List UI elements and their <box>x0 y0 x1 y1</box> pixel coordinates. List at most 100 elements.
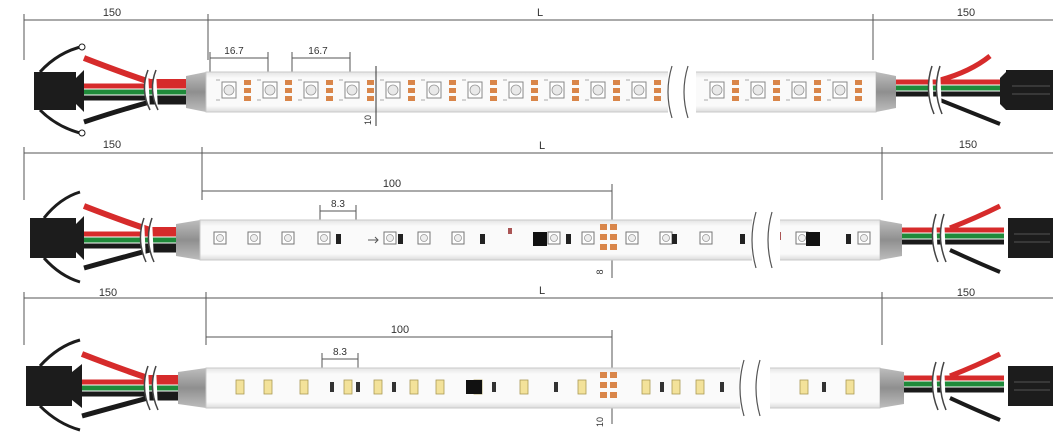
led-lens <box>584 234 592 242</box>
right-sleeve <box>880 368 904 408</box>
solder-pad <box>326 88 333 93</box>
cut-mark-label: 8 <box>595 269 605 274</box>
led-lens <box>550 234 558 242</box>
solder-pad <box>613 96 620 101</box>
solder-pad <box>449 88 456 93</box>
lead-right-label: 150 <box>957 287 975 299</box>
solder-pad <box>244 80 251 85</box>
right-sleeve <box>876 72 896 112</box>
led-row <box>216 79 862 101</box>
resistor <box>720 382 724 392</box>
solder-pad <box>773 80 780 85</box>
led-lens <box>628 234 636 242</box>
led-row <box>235 372 855 398</box>
resistor <box>740 234 745 244</box>
solder-pad <box>326 80 333 85</box>
solder-pad <box>610 372 617 378</box>
led-lens <box>284 234 292 242</box>
driver-ic <box>806 232 820 246</box>
resistor <box>336 234 341 244</box>
right-sleeve <box>880 220 902 260</box>
dimension-bar <box>23 292 1053 345</box>
resistor <box>846 234 851 244</box>
pitch-label-b: 16.7 <box>308 46 328 57</box>
capacitor <box>508 228 512 234</box>
led-chip <box>641 379 651 395</box>
resistor <box>672 234 677 244</box>
left-sleeve <box>186 72 206 112</box>
solder-pad <box>490 80 497 85</box>
solder-pad <box>572 80 579 85</box>
led-lens <box>798 234 806 242</box>
solder-pad <box>449 96 456 101</box>
led-chip <box>671 379 681 395</box>
led-lens <box>320 234 328 242</box>
left-connector <box>30 190 84 284</box>
cut-mark-label: 10 <box>595 417 605 427</box>
led-chip <box>299 379 309 395</box>
solder-pad <box>490 88 497 93</box>
led-lens <box>793 84 805 96</box>
solder-pad <box>610 382 617 388</box>
left-connector <box>26 338 82 432</box>
led-chip <box>409 379 419 395</box>
led-chip <box>577 379 587 395</box>
resistor <box>566 234 571 244</box>
led-lens <box>346 84 358 96</box>
solder-pad <box>610 224 617 230</box>
led-lens <box>592 84 604 96</box>
led-chip <box>695 379 705 395</box>
pitch-label-a: 16.7 <box>224 46 244 57</box>
led-row <box>213 224 871 250</box>
strip-3: 150 L 150 100 8.3 <box>23 285 1053 432</box>
led-lens <box>551 84 563 96</box>
solder-pad <box>600 224 607 230</box>
led-lens <box>386 234 394 242</box>
cut-mark-label: 10 <box>363 115 373 125</box>
led-lens <box>834 84 846 96</box>
solder-pad <box>610 234 617 240</box>
solder-pad <box>408 96 415 101</box>
led-lens <box>387 84 399 96</box>
resistor <box>398 234 403 244</box>
solder-pad <box>285 96 292 101</box>
solder-pad <box>773 96 780 101</box>
led-lens <box>702 234 710 242</box>
solder-pad <box>610 244 617 250</box>
solder-pad <box>732 80 739 85</box>
solder-pad <box>600 382 607 388</box>
solder-pad <box>326 96 333 101</box>
solder-pad <box>244 96 251 101</box>
left-sleeve <box>176 220 200 260</box>
pitch-label: 8.3 <box>331 199 345 210</box>
solder-pad <box>814 96 821 101</box>
led-lens <box>250 234 258 242</box>
resistor <box>660 382 664 392</box>
segment-label: 100 <box>383 178 401 190</box>
solder-pad <box>654 80 661 85</box>
solder-pad <box>610 392 617 398</box>
right-wires <box>902 203 1004 274</box>
solder-pad <box>531 80 538 85</box>
right-connector <box>1008 366 1053 406</box>
lead-left-label: 150 <box>103 7 121 19</box>
segment-label: 100 <box>391 324 409 336</box>
solder-pad <box>367 80 374 85</box>
lead-left-label: 150 <box>103 139 121 151</box>
led-chip <box>519 379 529 395</box>
solder-pad <box>285 88 292 93</box>
solder-pad <box>654 96 661 101</box>
led-lens <box>428 84 440 96</box>
led-lens <box>223 84 235 96</box>
led-chip <box>799 379 809 395</box>
solder-pad <box>367 88 374 93</box>
resistor <box>492 382 496 392</box>
solder-pad <box>367 96 374 101</box>
strip-2: 150 L 150 100 8.3 <box>23 139 1053 284</box>
resistor <box>356 382 360 392</box>
resistor <box>480 234 485 244</box>
solder-pad <box>600 372 607 378</box>
led-lens <box>752 84 764 96</box>
left-wires <box>80 351 182 419</box>
resistor <box>392 382 396 392</box>
